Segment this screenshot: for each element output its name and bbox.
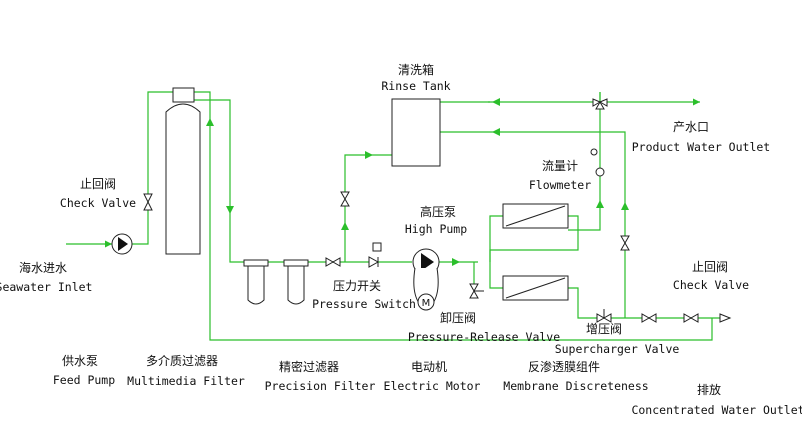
product-outlet-en-label: Product Water Outlet xyxy=(632,140,770,154)
multimedia-cn-label: 多介质过滤器 xyxy=(146,354,218,368)
valve-icon xyxy=(325,257,341,267)
motor-cn-label: 电动机 xyxy=(411,360,447,374)
feed-pump-cn-label: 供水泵 xyxy=(62,354,98,368)
pressure-switch-en-label: Pressure Switch xyxy=(312,297,416,311)
precision-filter-1-icon xyxy=(243,259,269,305)
pipe-to-multimedia xyxy=(132,91,173,245)
three-way-valve-icon xyxy=(592,98,608,110)
svg-text:M: M xyxy=(422,298,431,309)
flow-arrow xyxy=(226,206,234,214)
drain-nozzle-icon xyxy=(719,313,732,323)
product-outlet-cn-label: 产水口 xyxy=(673,120,709,134)
pipe-membrane-link xyxy=(489,215,579,289)
flow-arrow xyxy=(492,128,500,136)
feed-pump-icon xyxy=(111,233,133,255)
flow-arrow xyxy=(341,222,349,230)
membrane-2-icon xyxy=(502,275,569,301)
flowmeter-en-label: Flowmeter xyxy=(529,178,591,192)
flowmeter-cn-label: 流量计 xyxy=(542,159,578,173)
flow-arrow xyxy=(492,98,500,106)
high-pump-en-label: High Pump xyxy=(405,222,467,236)
flow-arrow xyxy=(206,118,214,126)
check-valve-right-en-label: Check Valve xyxy=(673,278,749,292)
flow-arrow xyxy=(452,258,460,266)
feed-pump-en-label: Feed Pump xyxy=(53,373,115,387)
pipe-to-precision xyxy=(194,99,246,263)
electric-motor-icon: M xyxy=(417,293,435,311)
drain-en-label: Concentrated Water Outlet xyxy=(631,403,802,417)
pipe-tank-return xyxy=(440,131,626,318)
check-valve-left-cn-label: 止回阀 xyxy=(80,177,116,191)
rinse-tank-cn-label: 清洗箱 xyxy=(398,62,434,77)
precision-cn-label: 精密过滤器 xyxy=(279,359,339,374)
flow-arrow xyxy=(365,151,373,159)
pipe-concentrate xyxy=(568,287,712,319)
precision-filter-2-icon xyxy=(283,259,309,305)
release-valve-en-label: Pressure-Release Valve xyxy=(408,330,560,344)
rinse-tank-icon xyxy=(391,98,441,167)
precision-en-label: Precision Filter xyxy=(265,379,376,393)
pressure-switch-icon xyxy=(368,242,382,268)
supercharger-en-label: Supercharger Valve xyxy=(555,342,680,356)
membrane-1-icon xyxy=(502,203,569,229)
flow-arrow xyxy=(596,200,604,208)
flowmeter-icon xyxy=(590,148,605,177)
rinse-tank-en-label: Rinse Tank xyxy=(381,79,450,93)
pressure-release-valve-icon xyxy=(469,283,484,299)
supercharger-valve-icon xyxy=(596,309,612,323)
drain-cn-label: 排放 xyxy=(697,382,721,397)
pipe-rinse-down xyxy=(344,154,392,262)
high-pump-cn-label: 高压泵 xyxy=(420,204,456,219)
pipe-flowmeter xyxy=(568,92,601,231)
valve-icon xyxy=(641,313,657,323)
release-valve-cn-label: 卸压阀 xyxy=(440,310,476,325)
valve-icon xyxy=(340,191,350,207)
membrane-cn-label: 反渗透膜组件 xyxy=(528,359,600,374)
multimedia-filter-icon xyxy=(165,87,201,255)
pressure-switch-cn-label: 压力开关 xyxy=(333,279,381,293)
supercharger-cn-label: 增压阀 xyxy=(586,322,622,336)
flow-arrow xyxy=(621,202,629,210)
seawater-inlet-en-label: Seawater Inlet xyxy=(0,280,92,294)
check-valve-left-icon xyxy=(143,193,153,211)
valve-icon xyxy=(620,235,630,251)
check-valve-left-en-label: Check Valve xyxy=(60,196,136,210)
pipe-membrane1-in xyxy=(489,215,503,262)
pipe-return-loop xyxy=(194,91,713,341)
seawater-inlet-cn-label: 海水进水 xyxy=(19,260,67,275)
membrane-en-label: Membrane Discreteness xyxy=(503,379,648,393)
check-valve-right-cn-label: 止回阀 xyxy=(692,260,728,274)
check-valve-right-icon xyxy=(683,313,699,323)
motor-en-label: Electric Motor xyxy=(384,379,481,393)
multimedia-en-label: Multimedia Filter xyxy=(127,374,245,388)
